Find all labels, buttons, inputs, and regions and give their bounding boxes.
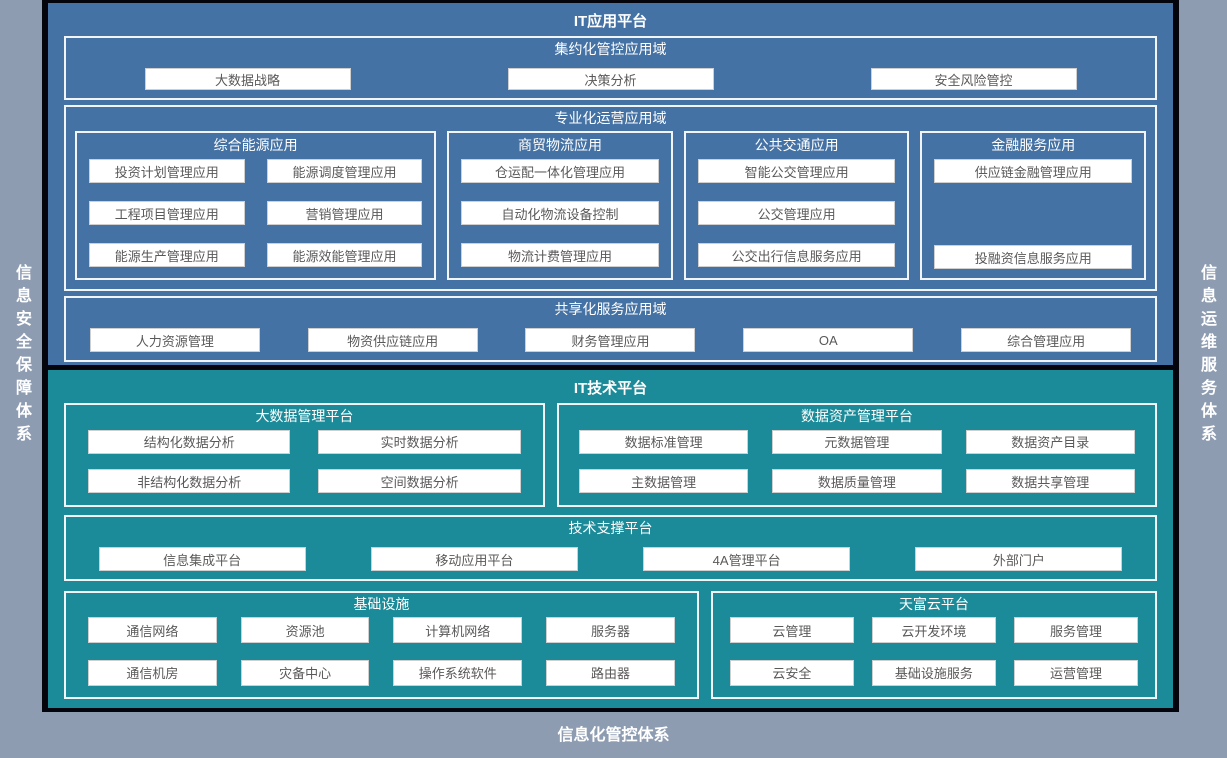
main-frame: IT应用平台 集约化管控应用域 大数据战略 决策分析 安全风险管控 专业化运营应… [42, 0, 1179, 712]
column-items: 仓运配一体化管理应用 自动化物流设备控制 物流计费管理应用 [457, 156, 663, 270]
diagram-box: 云安全 [729, 659, 854, 686]
diagram-box: 数据标准管理 [578, 429, 749, 454]
diagram-box: 供应链金融管理应用 [934, 159, 1132, 183]
domain-title: 集约化管控应用域 [554, 41, 667, 57]
it-application-platform-section: IT应用平台 集约化管控应用域 大数据战略 决策分析 安全风险管控 专业化运营应… [48, 3, 1173, 370]
diagram-box: 非结构化数据分析 [88, 469, 291, 494]
diagram-box: 服务管理 [1013, 617, 1138, 644]
diagram-box: 基础设施服务 [871, 659, 996, 686]
column-logistics: 商贸物流应用 仓运配一体化管理应用 自动化物流设备控制 物流计费管理应用 [447, 131, 673, 280]
panel-title: 技术支撑平台 [568, 520, 653, 536]
bottom-label: 信息化管控体系 [557, 727, 670, 744]
diagram-box: 结构化数据分析 [88, 429, 291, 454]
diagram-box: 财务管理应用 [525, 328, 696, 352]
diagram-box: 通信机房 [88, 659, 217, 686]
panel-items: 信息集成平台 移动应用平台 4A管理平台 外部门户 [66, 539, 1155, 579]
diagram-box: 移动应用平台 [370, 547, 578, 571]
panel-tianfu-cloud: 天富云平台 云管理 云开发环境 服务管理 云安全 基础设施服务 运营管理 [710, 591, 1157, 699]
diagram-box: 空间数据分析 [318, 469, 521, 494]
domain-shared-service: 共享化服务应用域 人力资源管理 物资供应链应用 财务管理应用 OA 综合管理应用 [64, 296, 1157, 362]
diagram-box: 人力资源管理 [89, 328, 260, 352]
column-items: 投资计划管理应用 能源调度管理应用 工程项目管理应用 营销管理应用 能源生产管理… [85, 156, 426, 270]
column-title: 公共交通应用 [754, 137, 839, 153]
diagram-box: 元数据管理 [772, 429, 942, 454]
domain-title: 共享化服务应用域 [554, 301, 667, 317]
diagram-box: 路由器 [546, 659, 675, 686]
panel-tech-support: 技术支撑平台 信息集成平台 移动应用平台 4A管理平台 外部门户 [64, 515, 1157, 581]
diagram-box: 信息集成平台 [98, 547, 306, 571]
panel-title: 大数据管理平台 [255, 408, 354, 424]
diagram-box: 投资计划管理应用 [89, 159, 245, 183]
diagram-box: 物流计费管理应用 [461, 243, 659, 267]
panel-items: 云管理 云开发环境 服务管理 云安全 基础设施服务 运营管理 [713, 615, 1155, 688]
intensive-items: 大数据战略 决策分析 安全风险管控 [66, 60, 1155, 98]
diagram-box: 能源效能管理应用 [266, 243, 423, 267]
diagram-box: 灾备中心 [240, 659, 370, 686]
diagram-box: 4A管理平台 [643, 547, 851, 571]
tech-row-infrastructure: 基础设施 通信网络 资源池 计算机网络 服务器 通信机房 灾备中心 操作系统软件… [64, 591, 1157, 699]
column-public-transport: 公共交通应用 智能公交管理应用 公交管理应用 公交出行信息服务应用 [683, 131, 910, 280]
column-title: 综合能源应用 [213, 137, 298, 153]
panel-infrastructure: 基础设施 通信网络 资源池 计算机网络 服务器 通信机房 灾备中心 操作系统软件… [64, 591, 699, 699]
diagram-box: 工程项目管理应用 [89, 201, 245, 225]
diagram-box: 数据共享管理 [965, 469, 1135, 494]
domain-intensive-control: 集约化管控应用域 大数据战略 决策分析 安全风险管控 [64, 36, 1157, 100]
diagram-box: 能源调度管理应用 [266, 159, 423, 183]
panel-items: 结构化数据分析 实时数据分析 非结构化数据分析 空间数据分析 [66, 427, 543, 496]
diagram-box: 投融资信息服务应用 [934, 245, 1132, 269]
diagram-box: 外部门户 [915, 547, 1123, 571]
diagram-box: 服务器 [546, 617, 675, 644]
shared-items: 人力资源管理 物资供应链应用 财务管理应用 OA 综合管理应用 [66, 320, 1155, 360]
right-side-label: 信息运维服务体系 [1198, 264, 1215, 448]
professional-columns: 综合能源应用 投资计划管理应用 能源调度管理应用 工程项目管理应用 营销管理应用… [66, 129, 1155, 289]
diagram-box: 自动化物流设备控制 [461, 201, 659, 225]
diagram-box: 仓运配一体化管理应用 [461, 159, 659, 183]
diagram-box: 主数据管理 [578, 469, 749, 494]
diagram-box: 运营管理 [1013, 659, 1138, 686]
column-items: 智能公交管理应用 公交管理应用 公交出行信息服务应用 [694, 156, 900, 270]
diagram-box: 营销管理应用 [266, 201, 423, 225]
column-title: 金融服务应用 [991, 137, 1076, 153]
diagram-box: 安全风险管控 [870, 68, 1077, 90]
diagram-box: 数据资产目录 [965, 429, 1135, 454]
diagram-box: 实时数据分析 [318, 429, 521, 454]
it-technology-platform-section: IT技术平台 大数据管理平台 结构化数据分析 实时数据分析 非结构化数据分析 空… [48, 370, 1173, 708]
diagram-box: 物资供应链应用 [307, 328, 478, 352]
diagram-box: 公交管理应用 [697, 201, 896, 225]
diagram-box: 计算机网络 [393, 617, 523, 644]
diagram-box: 决策分析 [507, 68, 714, 90]
tech-row-data: 大数据管理平台 结构化数据分析 实时数据分析 非结构化数据分析 空间数据分析 数… [64, 403, 1157, 507]
column-finance: 金融服务应用 供应链金融管理应用 投融资信息服务应用 [920, 131, 1146, 280]
diagram-box: 操作系统软件 [393, 659, 523, 686]
panel-title: 天富云平台 [898, 596, 969, 612]
diagram-box: OA [743, 328, 914, 352]
diagram-box: 智能公交管理应用 [697, 159, 896, 183]
domain-professional-operation: 专业化运营应用域 综合能源应用 投资计划管理应用 能源调度管理应用 工程项目管理… [64, 105, 1157, 291]
tech-platform-title: IT技术平台 [573, 380, 648, 397]
column-title: 商贸物流应用 [518, 137, 603, 153]
panel-title: 数据资产管理平台 [800, 408, 913, 424]
panel-items: 通信网络 资源池 计算机网络 服务器 通信机房 灾备中心 操作系统软件 路由器 [66, 615, 697, 688]
panel-items: 数据标准管理 元数据管理 数据资产目录 主数据管理 数据质量管理 数据共享管理 [559, 427, 1155, 496]
diagram-box: 资源池 [240, 617, 370, 644]
diagram-box: 数据质量管理 [772, 469, 942, 494]
domain-title: 专业化运营应用域 [554, 110, 667, 126]
diagram-box: 综合管理应用 [961, 328, 1132, 352]
diagram-box: 云管理 [729, 617, 854, 644]
app-platform-title: IT应用平台 [573, 13, 648, 30]
column-items: 供应链金融管理应用 投融资信息服务应用 [930, 156, 1136, 270]
diagram-box: 大数据战略 [144, 68, 351, 90]
panel-bigdata-management: 大数据管理平台 结构化数据分析 实时数据分析 非结构化数据分析 空间数据分析 [64, 403, 545, 507]
panel-title: 基础设施 [353, 596, 410, 612]
column-energy: 综合能源应用 投资计划管理应用 能源调度管理应用 工程项目管理应用 营销管理应用… [75, 131, 437, 280]
diagram-box: 云开发环境 [871, 617, 996, 644]
diagram-box: 能源生产管理应用 [89, 243, 245, 267]
diagram-box: 公交出行信息服务应用 [697, 243, 896, 267]
panel-data-asset-management: 数据资产管理平台 数据标准管理 元数据管理 数据资产目录 主数据管理 数据质量管… [556, 403, 1157, 507]
diagram-box: 通信网络 [88, 617, 217, 644]
left-side-label: 信息安全保障体系 [13, 264, 30, 448]
